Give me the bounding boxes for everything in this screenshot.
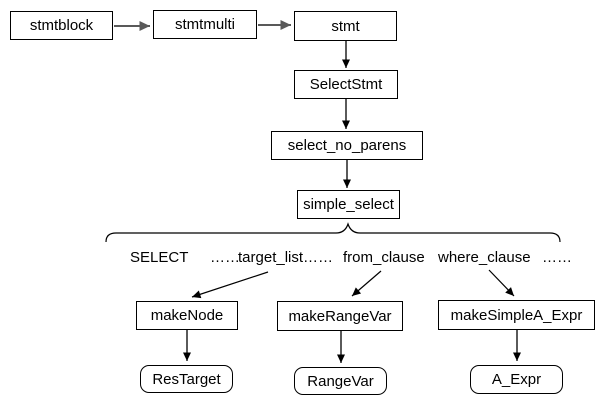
node-select-no-parens: select_no_parens [271,131,423,160]
node-a-expr: A_Expr [470,365,563,394]
node-selectstmt: SelectStmt [294,70,398,99]
node-restarget: ResTarget [140,365,233,393]
node-makerangevar: makeRangeVar [277,301,403,331]
arrow-where-clause-to-makesimplea-expr [488,269,515,297]
expansion-brace [105,222,561,243]
node-simple-select: simple_select [297,190,400,219]
expansion-from-clause: from_clause [343,249,425,266]
expansion-dots-2: …… [542,249,572,266]
node-stmt: stmt [294,11,397,41]
expansion-target-list: target_list…… [238,249,334,266]
node-rangevar: RangeVar [294,367,387,395]
node-stmtblock: stmtblock [10,11,113,40]
expansion-where-clause: where_clause [438,249,531,266]
node-makenode: makeNode [136,301,238,330]
expansion-select-keyword: SELECT [130,249,189,266]
node-makesimplea-expr: makeSimpleA_Expr [438,300,595,330]
arrow-target-list-to-makenode [191,271,269,299]
expansion-dots-1: …… [210,249,240,266]
node-stmtmulti: stmtmulti [153,10,257,39]
arrow-from-clause-to-makerangevar [351,270,382,297]
